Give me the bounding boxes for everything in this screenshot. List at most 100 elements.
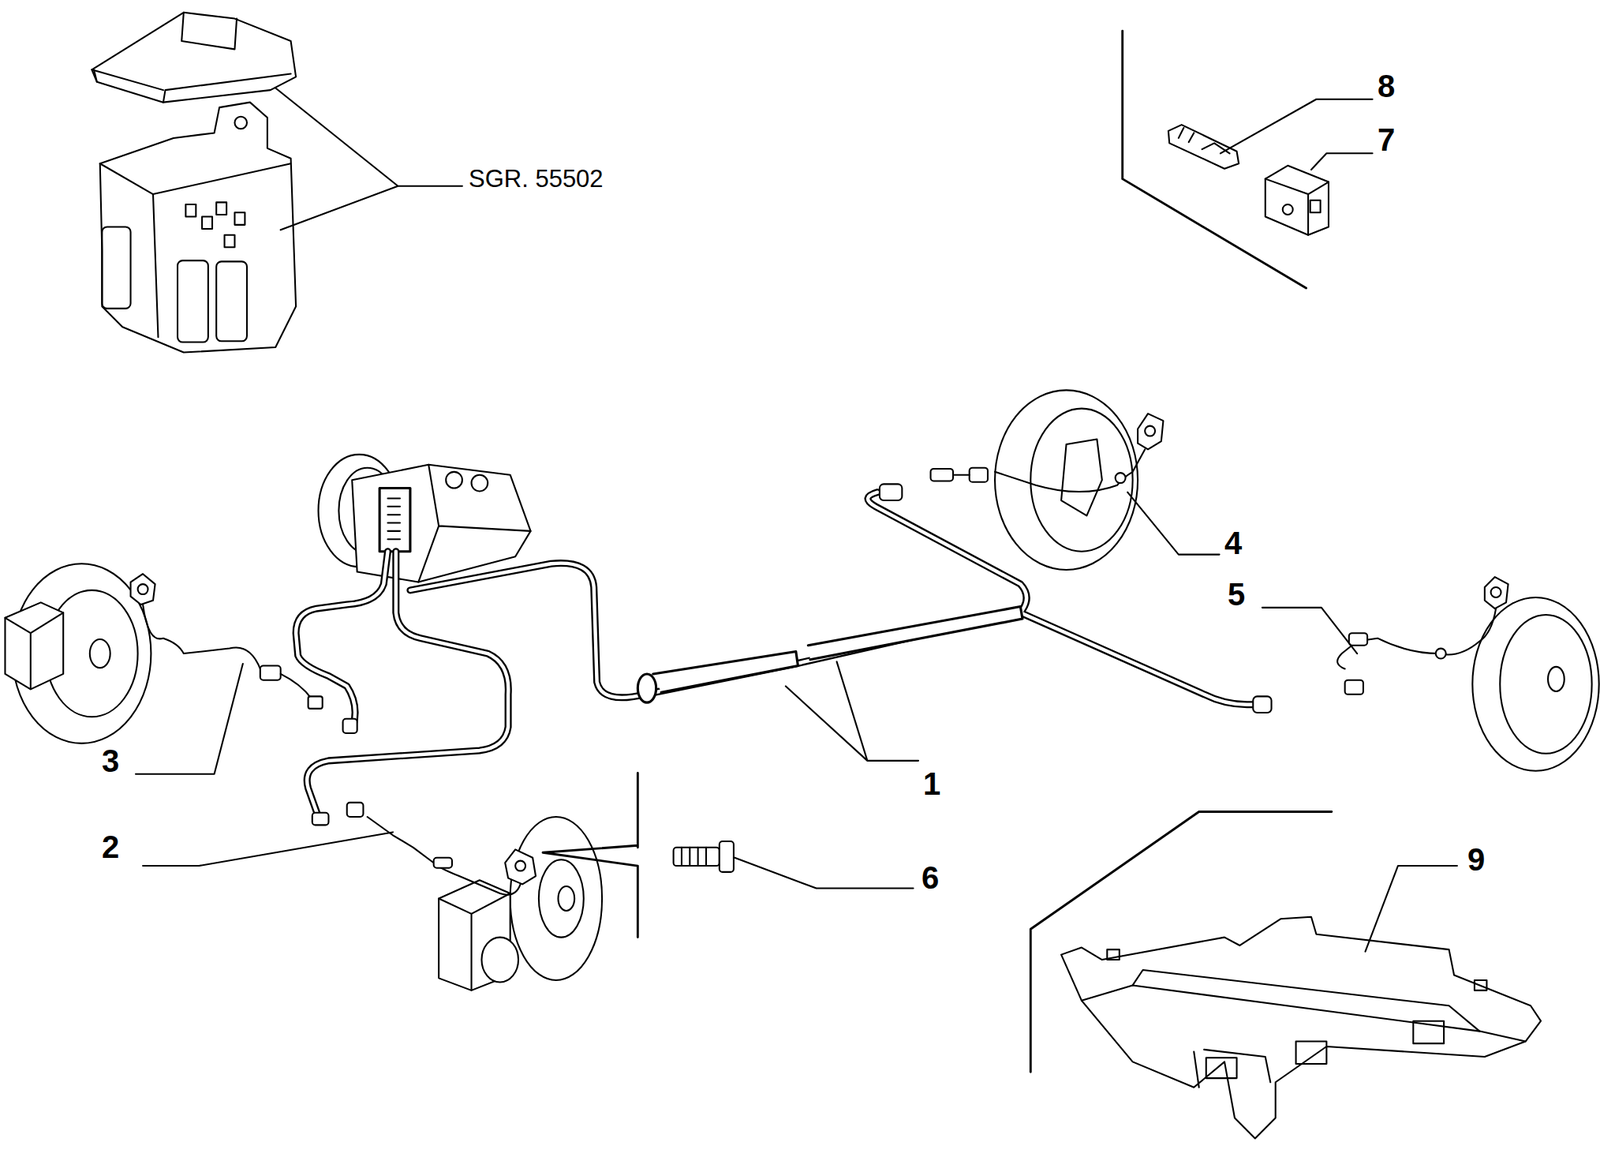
fuse-box — [216, 201, 227, 215]
brake-disc — [4, 563, 151, 744]
brake-disc — [510, 816, 602, 980]
abs-unit — [418, 464, 531, 583]
inset-bracket — [542, 772, 638, 937]
leader-line — [1220, 99, 1373, 154]
wiring-harness — [410, 492, 1027, 698]
bolt — [719, 841, 734, 872]
fuse-box — [185, 204, 196, 217]
fuse-box — [216, 261, 247, 341]
wiring-harness — [1020, 612, 1261, 704]
fuse-box — [177, 260, 209, 342]
wheel-speed-sensor — [347, 802, 364, 817]
abs-unit — [379, 488, 411, 552]
wheel-speed-sensor — [138, 583, 149, 595]
wheel-speed-sensor — [260, 665, 281, 681]
leader-line — [135, 663, 243, 774]
wheel-speed-sensor — [504, 848, 536, 884]
wheel-speed-sensor — [130, 573, 323, 709]
callout-number: 3 — [101, 744, 120, 777]
wheel-speed-sensor — [1349, 632, 1368, 646]
callout-number: 2 — [101, 830, 120, 863]
fuse-box — [100, 163, 292, 195]
leader-line — [1127, 492, 1219, 555]
brake-drum — [994, 389, 1138, 570]
inset-bracket — [542, 772, 638, 937]
cable-tray — [1206, 1057, 1238, 1078]
leader-line — [785, 661, 919, 760]
callout-number: 5 — [1227, 578, 1245, 610]
wheel-speed-sensor — [308, 695, 323, 709]
leader-line — [1262, 607, 1358, 654]
wheel-speed-sensor — [994, 448, 1145, 492]
brake-disc — [89, 639, 111, 668]
leader-line — [1365, 865, 1458, 952]
wheel-speed-sensor — [1337, 608, 1496, 669]
brake-disc — [4, 601, 64, 689]
fuse-box — [100, 102, 296, 353]
wheel-speed-sensor — [953, 474, 969, 476]
inset-bracket — [1122, 30, 1307, 288]
wheel-speed-sensor — [433, 857, 453, 868]
wiring-harness — [637, 673, 656, 703]
cable-tray — [1296, 1041, 1328, 1064]
wiring-harness — [1020, 612, 1261, 704]
brake-drum — [1499, 614, 1592, 754]
brake-disc — [557, 885, 575, 911]
callout-number: 8 — [1377, 70, 1395, 102]
leader-line — [734, 857, 913, 889]
cable-tray — [1474, 979, 1488, 991]
leader-line — [1127, 492, 1219, 555]
fuse-box — [201, 216, 213, 230]
wheel-speed-sensor — [930, 413, 1164, 492]
wheel-speed-sensor — [1144, 426, 1156, 437]
fuse-box — [91, 12, 296, 353]
callout-number: 7 — [1377, 123, 1395, 156]
wiring-harness — [807, 606, 1023, 660]
connector-housing — [1265, 165, 1329, 236]
connector-housing — [1310, 200, 1321, 214]
brake-disc — [4, 612, 64, 689]
cable-tray — [1193, 1049, 1271, 1088]
brake-disc — [538, 859, 584, 937]
wheel-speed-sensor — [280, 673, 312, 699]
wheel-speed-sensor — [347, 802, 536, 895]
brake-disc — [438, 816, 602, 991]
wiring-harness — [1252, 695, 1272, 713]
wiring-harness — [295, 551, 388, 727]
leader-line — [734, 857, 913, 889]
bolt — [673, 847, 720, 866]
wiring-harness — [295, 551, 388, 727]
cable-tray — [1061, 916, 1541, 1139]
callout-number: 9 — [1467, 843, 1485, 875]
fuse-box — [91, 12, 296, 103]
wiring-harness — [312, 812, 329, 826]
callout-number: 6 — [921, 861, 939, 894]
wiring-harness — [295, 483, 1272, 825]
connector-clip — [1178, 127, 1230, 154]
wheel-speed-sensor — [130, 573, 156, 605]
leader-line — [275, 88, 463, 231]
cable-tray — [1413, 1020, 1444, 1043]
abs-unit — [471, 474, 489, 492]
fuse-box — [101, 226, 131, 308]
wiring-harness — [306, 551, 509, 817]
wheel-speed-sensor — [1491, 586, 1502, 598]
wiring-harness — [653, 650, 799, 692]
bolt — [673, 841, 734, 872]
wiring-harness — [879, 483, 902, 501]
connector-clip — [1168, 124, 1239, 169]
brake-drum — [1030, 408, 1133, 552]
group-reference: SGR. 55502 — [468, 166, 604, 191]
wheel-speed-sensor — [1435, 648, 1447, 659]
wheel-speed-sensor — [1337, 576, 1508, 695]
leader-line — [1220, 99, 1373, 170]
wheel-speed-sensor — [515, 860, 526, 872]
callout-number: 1 — [923, 767, 941, 800]
cable-tray — [1132, 969, 1481, 1032]
wheel-speed-sensor — [142, 604, 272, 674]
connector-clip — [1168, 124, 1239, 169]
abs-unit — [387, 497, 400, 539]
fuse-box — [153, 194, 158, 337]
cable-tray — [1106, 949, 1120, 960]
